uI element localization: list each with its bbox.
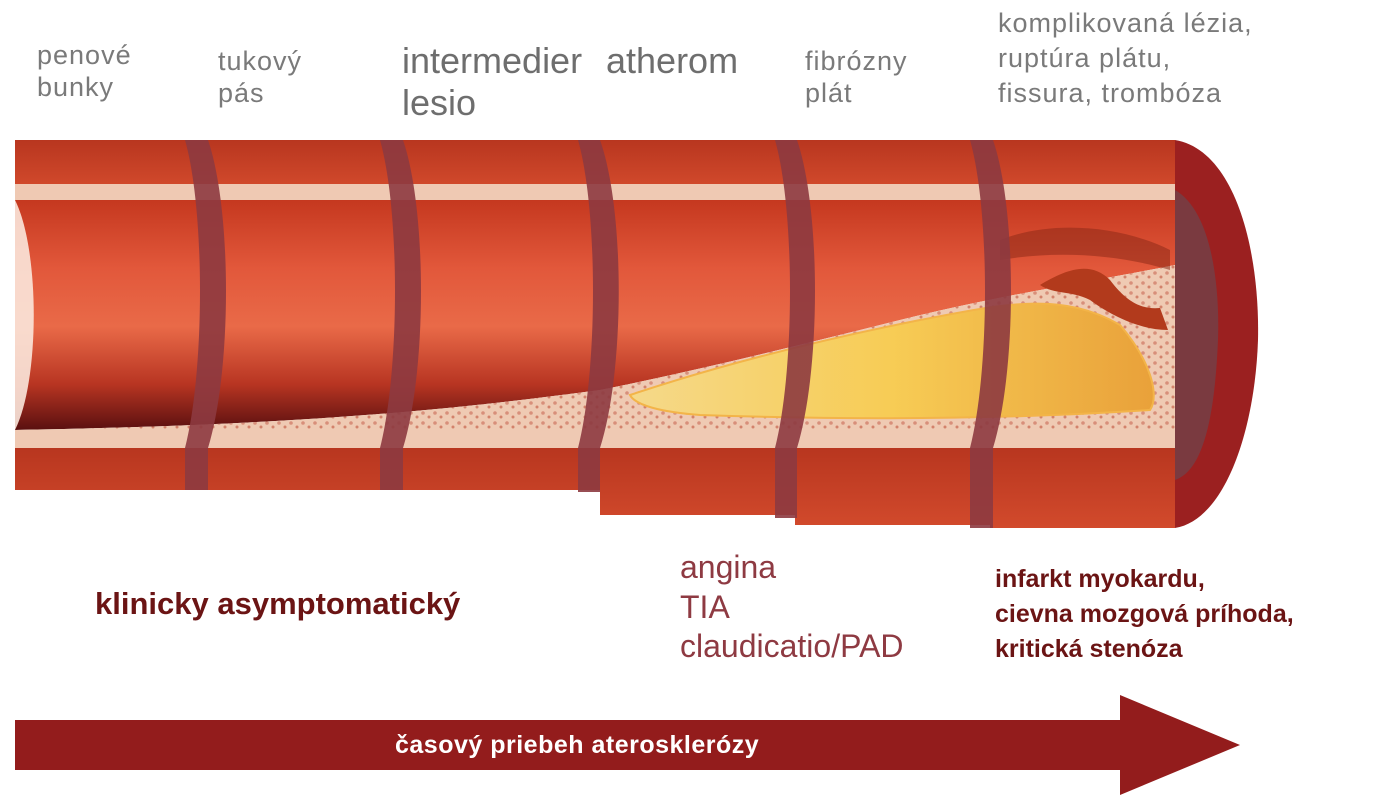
artery-cross-section [0,130,1378,540]
outcome-severe: infarkt myokardu, cievna mozgová príhoda… [995,562,1294,667]
outcome-asymptomatic: klinicky asymptomatický [95,585,460,624]
outcome-intermediate: angina TIA claudicatio/PAD [680,548,904,667]
stage-label-atheroma: atherom [606,40,738,82]
stage-label-complicated-lesion: komplikovaná lézia, ruptúra plátu, fissu… [998,6,1253,111]
stage-label-foam-cells: penové bunky [37,40,132,104]
timeline-label: časový priebeh aterosklerózy [395,731,759,760]
stage-label-intermediate-lesion: intermedier lesio [402,40,582,125]
stage-label-fibrous-plaque: fibrózny plát [805,46,908,110]
stage-label-fatty-streak: tukový pás [218,46,302,110]
